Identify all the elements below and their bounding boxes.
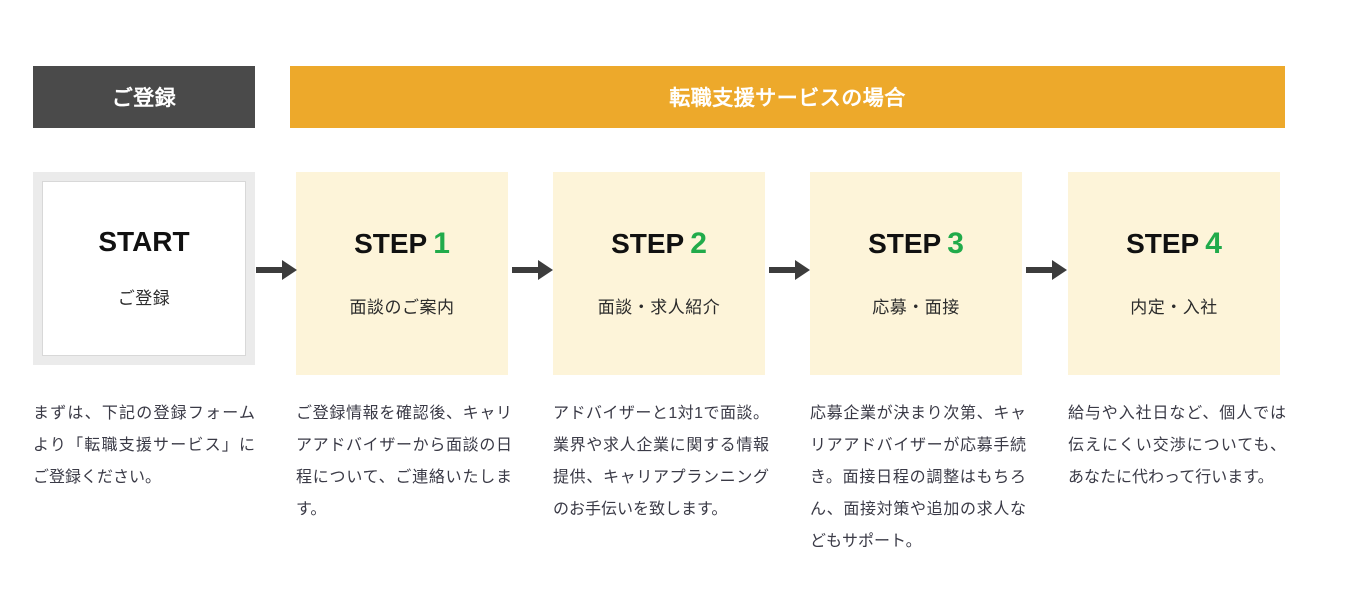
arrow-right-icon <box>769 258 811 282</box>
header-tab-registration-label: ご登録 <box>111 87 177 110</box>
flow-card-step-2-title-text: STEP <box>611 228 685 259</box>
header-tab-service: 転職支援サービスの場合 <box>290 66 1285 128</box>
card-inner-border <box>42 181 246 356</box>
header-tab-registration: ご登録 <box>33 66 255 128</box>
flow-card-step-3-number: 3 <box>947 227 964 260</box>
flow-card-step-1-subtitle: 面談のご案内 <box>349 298 455 317</box>
flow-card-step-4-subtitle: 内定・入社 <box>1130 298 1218 317</box>
flow-description-start: まずは、下記の登録フォームより「転職支援サービス」にご登録ください。 <box>33 405 255 486</box>
flow-description-step-3: 応募企業が決まり次第、キャリアアドバイザーが応募手続き。面接日程の調整はもちろん… <box>810 405 1026 550</box>
flow-card-step-3-title-text: STEP <box>868 228 942 259</box>
flow-card-step-4-title-text: STEP <box>1126 228 1200 259</box>
arrow-right-icon <box>1026 258 1068 282</box>
flow-card-step-2-subtitle: 面談・求人紹介 <box>597 298 721 317</box>
flow-card-step-2-number: 2 <box>690 227 707 260</box>
flow-card-start: START ご登録 <box>33 172 255 365</box>
flow-card-step-4-number: 4 <box>1205 227 1222 260</box>
flow-description-step-1: ご登録情報を確認後、キャリアアドバイザーから面談の日程について、ご連絡いたします… <box>296 405 512 518</box>
flow-description-step-2: アドバイザーと1対1で面談。業界や求人企業に関する情報提供、キャリアプランニング… <box>553 405 769 518</box>
arrow-right-icon <box>512 258 554 282</box>
flow-card-start-title-text: START <box>98 226 190 257</box>
flow-card-start-title: START <box>98 228 189 256</box>
flow-description-step-4: 給与や入社日など、個人では伝えにくい交渉についても、あなたに代わって行います。 <box>1068 405 1286 486</box>
header-tab-service-label: 転職支援サービスの場合 <box>669 87 906 110</box>
flow-card-start-subtitle: ご登録 <box>117 289 171 308</box>
flow-card-step-1-number: 1 <box>433 227 450 260</box>
flow-card-step-1-title-text: STEP <box>354 228 428 259</box>
flow-card-step-3-subtitle: 応募・面接 <box>872 298 960 317</box>
arrow-right-icon <box>256 258 298 282</box>
header-band: ご登録 転職支援サービスの場合 <box>0 66 1367 128</box>
